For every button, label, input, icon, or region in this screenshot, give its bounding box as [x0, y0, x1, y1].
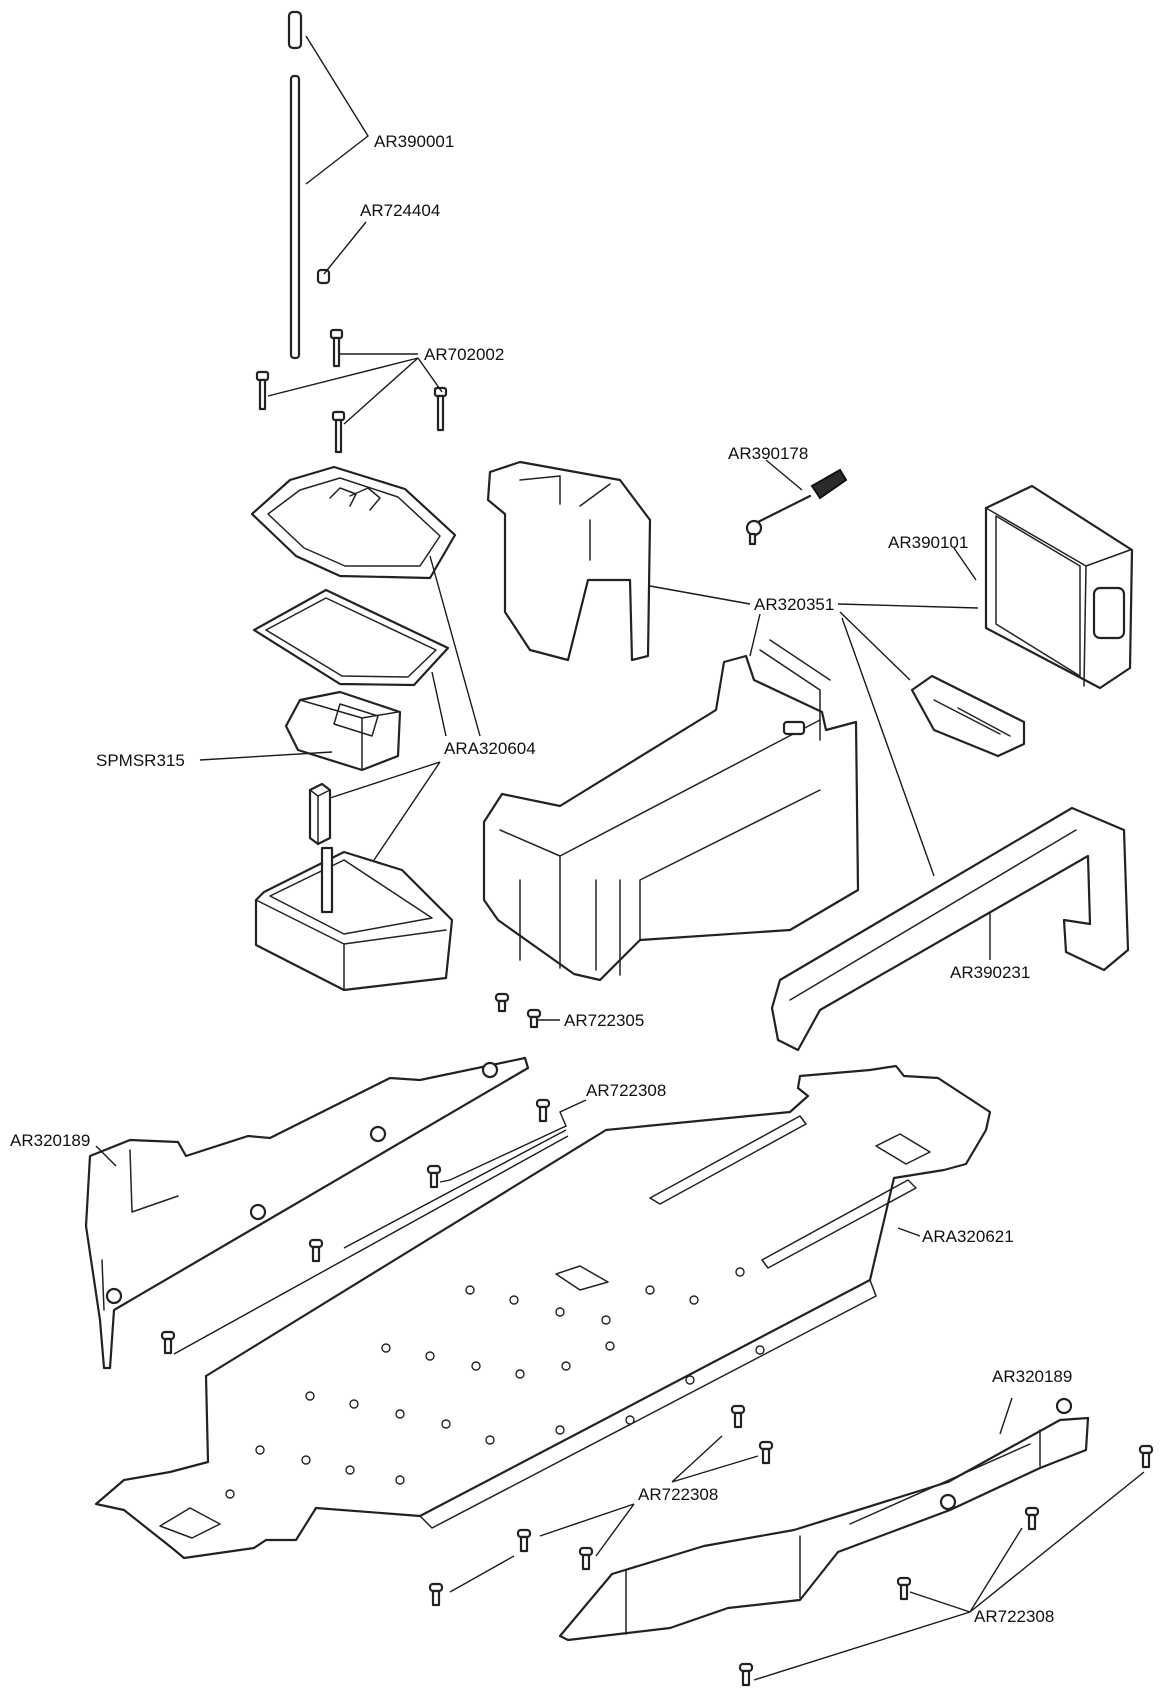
part-labels: AR390001 AR724404 AR702002 AR390178 AR39…: [10, 132, 1072, 1626]
battery-tray-end-wall-part: [486, 460, 652, 662]
label-ar722305: AR722305: [564, 1011, 644, 1030]
label-ar722308-mid: AR722308: [638, 1485, 718, 1504]
receiver-part: [284, 690, 402, 772]
label-ar390231: AR390231: [950, 963, 1030, 982]
battery-box-part: [984, 484, 1134, 690]
receiver-box-gasket-part: [252, 588, 450, 687]
battery-connector-wire-part: [745, 468, 848, 546]
label-ara320604: ARA320604: [444, 739, 536, 758]
label-ar320189-right: AR320189: [992, 1367, 1072, 1386]
antenna-mount-nut-part: [316, 268, 331, 285]
label-ar390178: AR390178: [728, 444, 808, 463]
battery-strap-part: [770, 806, 1130, 1052]
battery-tray-screws-part: [494, 992, 542, 1029]
receiver-foam-part: [308, 782, 332, 846]
chassis-plate-part: [94, 1064, 992, 1560]
chassis-screws-part: [160, 1098, 1154, 1687]
receiver-box-base-part: [254, 846, 454, 992]
label-ar390001: AR390001: [374, 132, 454, 151]
label-ar722308-top: AR722308: [586, 1081, 666, 1100]
label-ara320621: ARA320621: [922, 1227, 1014, 1246]
label-spmsr315: SPMSR315: [96, 751, 185, 770]
label-ar722308-bottom: AR722308: [974, 1607, 1054, 1626]
label-ar390101: AR390101: [888, 533, 968, 552]
battery-tray-part: [482, 639, 860, 982]
label-ar702002: AR702002: [424, 345, 504, 364]
receiver-box-screws-part: [255, 328, 448, 454]
label-ar320351: AR320351: [754, 595, 834, 614]
leader-lines: [95, 35, 1145, 1681]
label-ar724404: AR724404: [360, 201, 440, 220]
right-side-guard-part: [558, 1397, 1090, 1642]
left-side-guard-part: [84, 1056, 530, 1370]
antenna-tube-part: [287, 10, 303, 360]
battery-strap-clip-part: [910, 674, 1026, 758]
receiver-box-lid-part: [250, 465, 457, 580]
label-ar320189-left: AR320189: [10, 1131, 90, 1150]
